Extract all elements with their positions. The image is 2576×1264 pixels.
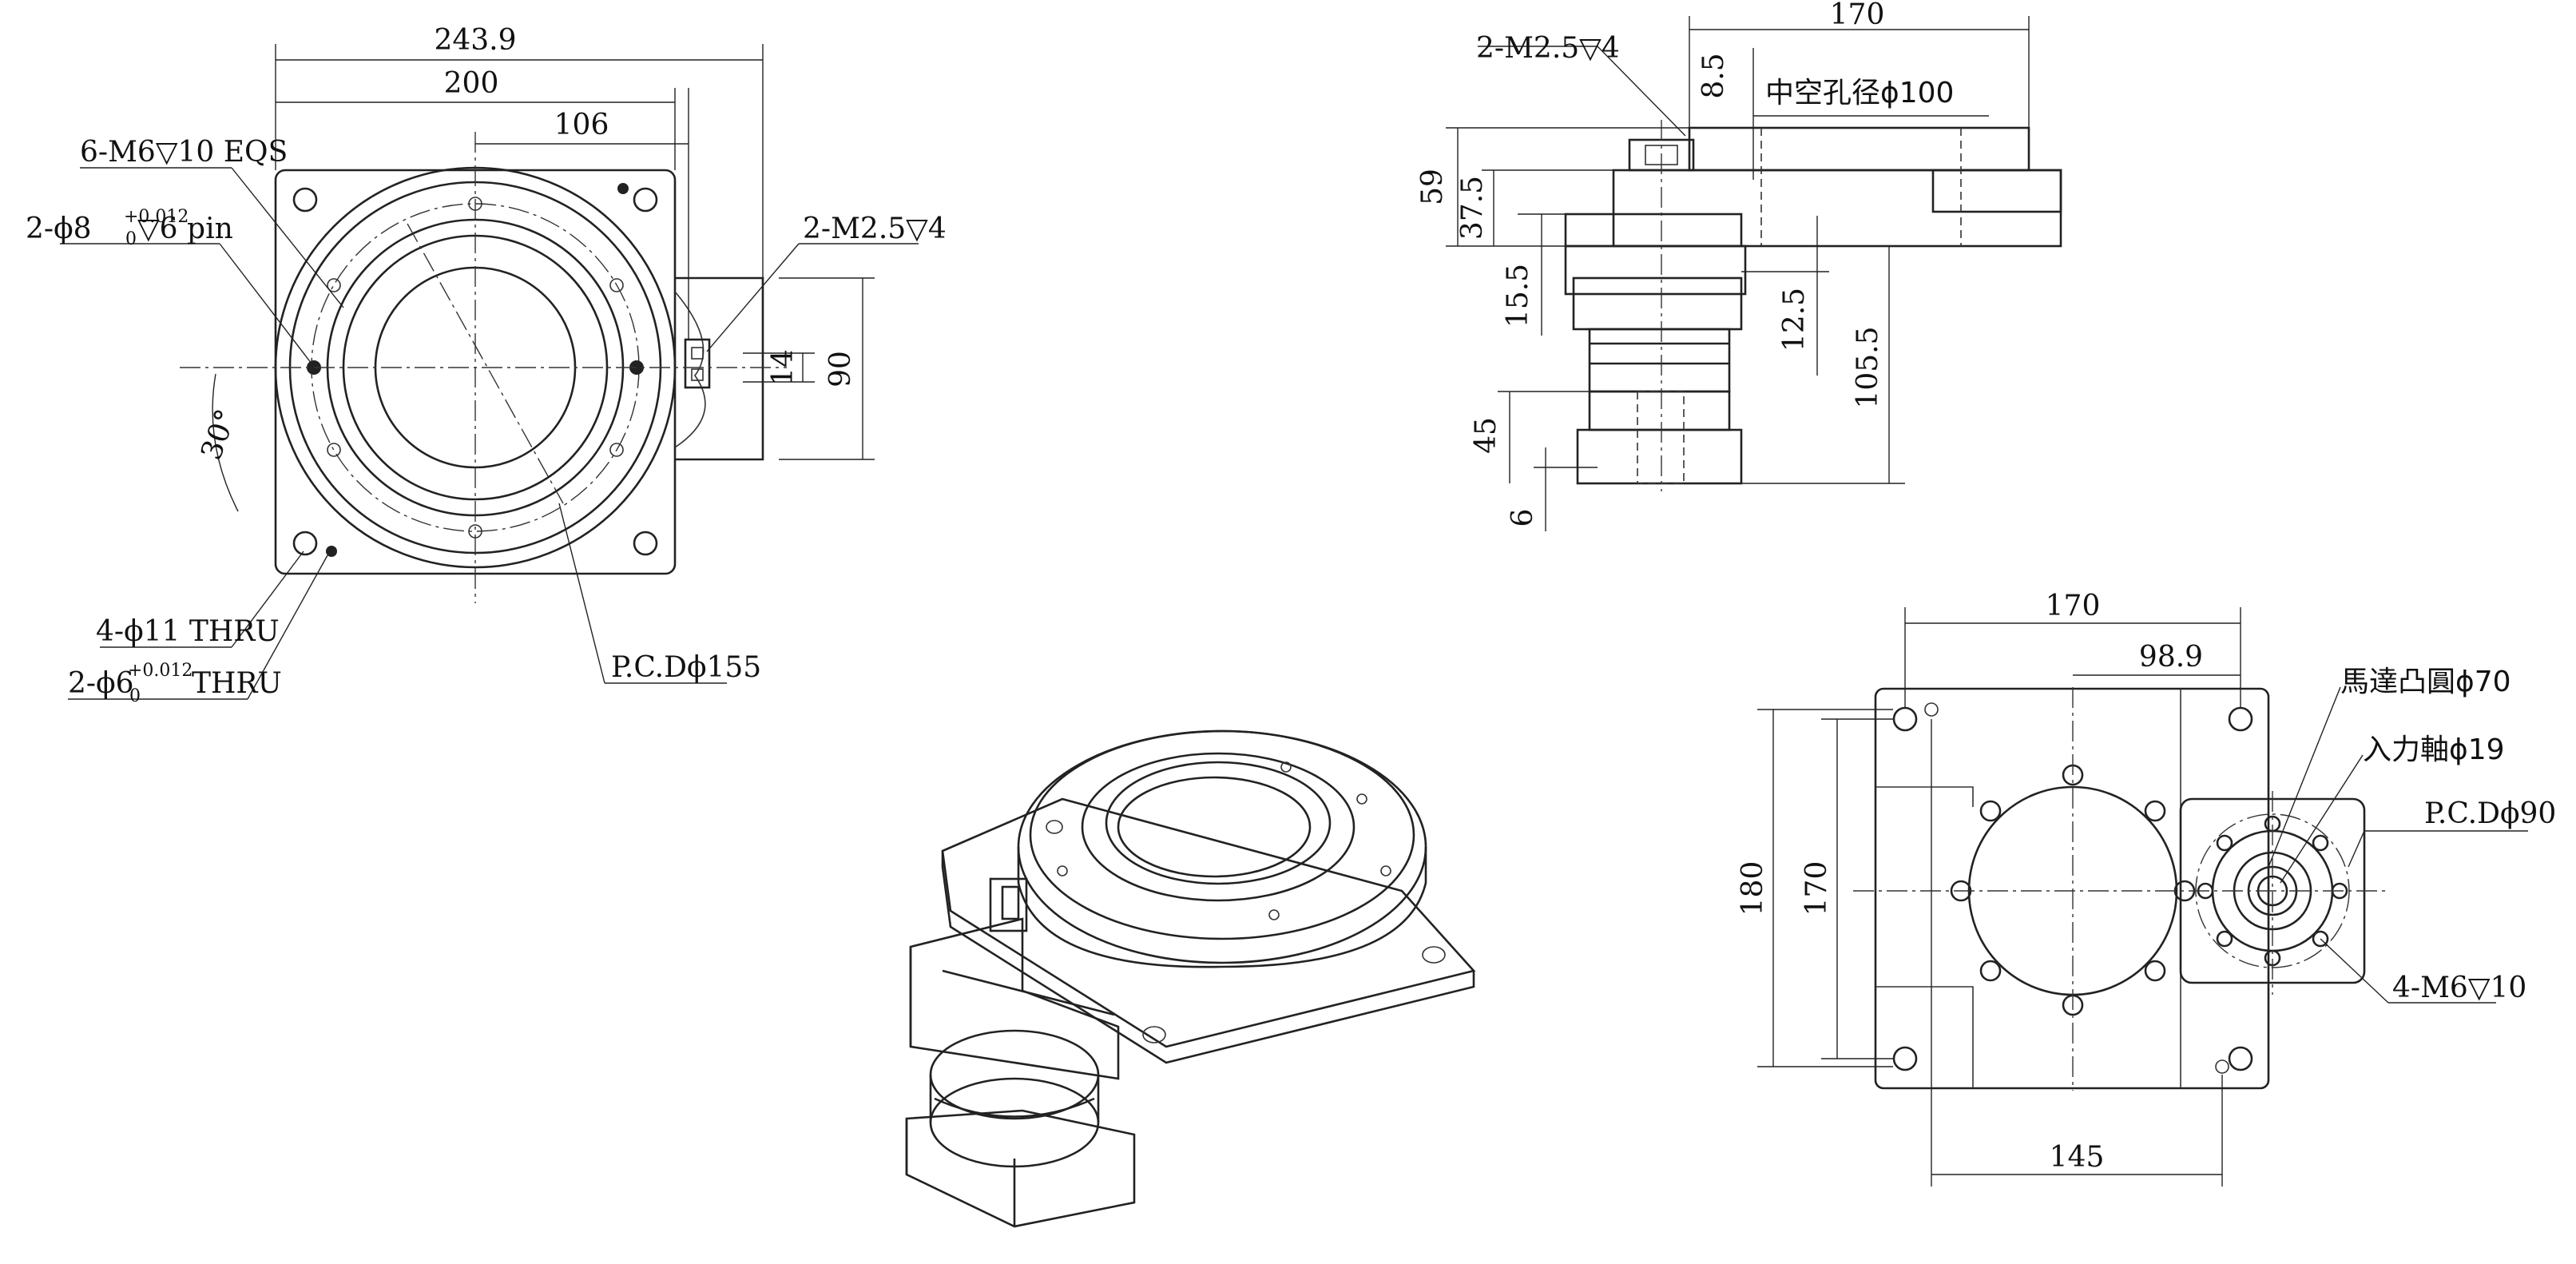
side-dim-flange: 8.5 [1697, 53, 1730, 98]
bottom-callout-motor-boss: 馬達凸圓ϕ70 [2340, 666, 2511, 698]
pin-tol-upper: +0.012 [124, 207, 189, 227]
side-callout-screws: 2-M2.5▽4 [1476, 32, 1620, 65]
side-view-dimensions [1446, 16, 2030, 531]
dowel-tol-upper: +0.012 [128, 661, 193, 681]
dim-connector-height: 90 [824, 351, 857, 388]
side-view [1564, 120, 2062, 491]
callout-connector-screws: 2-M2.5▽4 [803, 213, 947, 245]
side-dim-height-total: 59 [1416, 169, 1449, 205]
callout-dowel: 2-ϕ6 [68, 667, 134, 700]
top-view-labels: 243.9 200 106 90 14 30° 6-M6▽10 EQS 2-ϕ8… [26, 24, 947, 706]
bottom-dim-width: 170 [2046, 590, 2101, 622]
callout-pin-holes: 2-ϕ8 [26, 213, 92, 245]
bottom-view-labels: 170 98.9 180 170 145 馬達凸圓ϕ70 入力軸ϕ19 P.C.… [1737, 590, 2556, 1174]
side-callout-bore: 中空孔径ϕ100 [1765, 77, 1954, 109]
bottom-view-dimensions [1757, 607, 2528, 1186]
dim-connector-slot: 14 [767, 349, 800, 386]
dowel-tol-lower: 0 [129, 686, 141, 706]
side-dim-height-overall: 105.5 [1852, 326, 1884, 408]
side-dim-motor-len: 45 [1470, 417, 1502, 454]
pin-hole-suffix: ▽6 pin [137, 213, 233, 245]
side-dim-height-mid: 37.5 [1456, 176, 1489, 240]
side-dim-shaft: 6 [1506, 509, 1539, 527]
dim-overall-width: 243.9 [434, 24, 516, 57]
side-dim-motor-flange: 15.5 [1502, 264, 1534, 328]
callout-mount-holes: 4-ϕ11 THRU [96, 615, 280, 648]
bottom-callout-pcd: P.C.Dϕ90 [2424, 797, 2556, 830]
bottom-callout-input-shaft: 入力軸ϕ19 [2363, 733, 2505, 766]
side-dim-length: 170 [1830, 0, 1885, 31]
bottom-dim-base-width: 145 [2050, 1141, 2105, 1174]
side-dim-step: 12.5 [1778, 288, 1811, 352]
top-view [180, 132, 787, 603]
callout-tapped-holes: 6-M6▽10 EQS [80, 136, 288, 169]
bottom-dim-height-outer: 180 [1737, 861, 1769, 916]
dowel-suffix: THRU [192, 667, 282, 700]
bottom-dim-height-inner: 170 [1800, 861, 1833, 916]
side-view-labels: 170 8.5 中空孔径ϕ100 2-M2.5▽4 59 37.5 15.5 1… [1416, 0, 1954, 527]
top-view-dimensions [60, 44, 919, 700]
bottom-view [1853, 687, 2388, 1091]
dim-angle: 30° [195, 405, 243, 464]
bottom-dim-motor-offset: 98.9 [2139, 641, 2203, 674]
callout-pcd: P.C.Dϕ155 [611, 651, 761, 684]
pin-tol-lower: 0 [125, 229, 137, 249]
bottom-callout-tapped-holes: 4-M6▽10 [2392, 972, 2526, 1004]
isometric-view [905, 729, 1476, 1228]
dim-body-width: 200 [444, 67, 499, 100]
dim-center-offset: 106 [554, 109, 609, 141]
